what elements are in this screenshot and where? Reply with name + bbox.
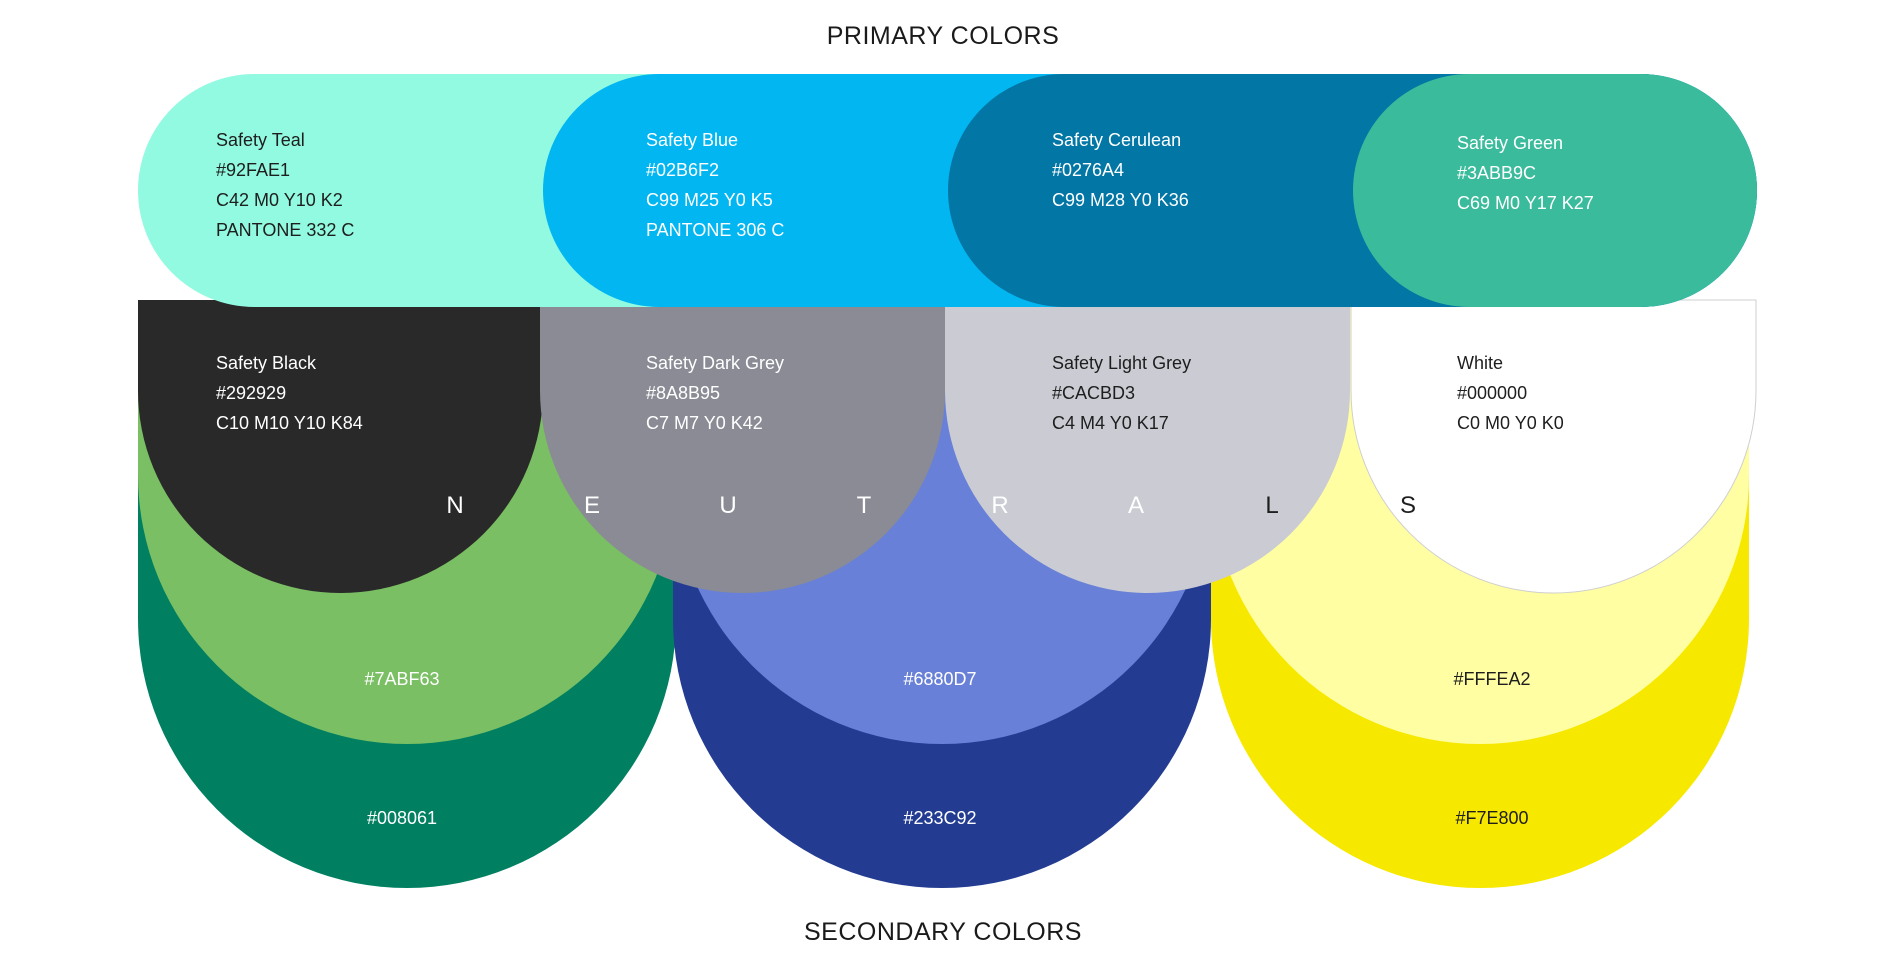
- swatch-safety-black: Safety Black #292929 C10 M10 Y10 K84: [216, 348, 363, 438]
- neutrals-letter: T: [856, 492, 872, 519]
- swatch-name: Safety Teal: [216, 130, 305, 150]
- primary-colors-heading: PRIMARY COLORS: [826, 22, 1060, 50]
- neutrals-letter: N: [446, 492, 464, 519]
- neutrals-letter: R: [991, 492, 1009, 519]
- swatch-cmyk: C7 M7 Y0 K42: [646, 413, 763, 433]
- swatch-pantone: PANTONE 332 C: [216, 220, 355, 240]
- neutral-safety-black-shape: [138, 300, 543, 594]
- neutrals-letter: U: [719, 492, 737, 519]
- swatch-cmyk: C4 M4 Y0 K17: [1052, 413, 1169, 433]
- neutral-safety-dark-grey-shape: [540, 300, 945, 594]
- secondary-dark-blue-hex: #233C92: [903, 808, 977, 828]
- secondary-dark-green-hex: #008061: [366, 808, 438, 828]
- swatch-hex: #000000: [1457, 383, 1528, 403]
- swatch-safety-blue: Safety Blue #02B6F2 C99 M25 Y0 K5 PANTON…: [646, 125, 784, 245]
- swatch-safety-cerulean: Safety Cerulean #0276A4 C99 M28 Y0 K36: [1052, 125, 1189, 215]
- swatch-white: White #000000 C0 M0 Y0 K0: [1457, 348, 1564, 438]
- swatch-safety-dark-grey: Safety Dark Grey #8A8B95 C7 M7 Y0 K42: [646, 348, 784, 438]
- neutral-safety-light-grey-shape: [945, 300, 1350, 594]
- neutrals-letter: L: [1265, 492, 1279, 519]
- swatch-hex: #3ABB9C: [1457, 163, 1537, 183]
- neutrals-letter: A: [1127, 492, 1144, 519]
- swatch-cmyk: C10 M10 Y10 K84: [216, 413, 363, 433]
- swatch-safety-teal: Safety Teal #92FAE1 C42 M0 Y10 K2 PANTON…: [216, 125, 354, 245]
- swatch-name: Safety Cerulean: [1052, 130, 1182, 150]
- swatch-hex: #CACBD3: [1052, 383, 1136, 403]
- swatch-cmyk: C0 M0 Y0 K0: [1457, 413, 1564, 433]
- neutrals-letter: E: [583, 492, 600, 519]
- secondary-light-blue-hex: #6880D7: [903, 669, 977, 689]
- secondary-dark-yellow-hex: #F7E800: [1455, 808, 1529, 828]
- swatch-name: Safety Green: [1457, 133, 1564, 153]
- swatch-hex: #02B6F2: [646, 160, 720, 180]
- swatch-safety-light-grey: Safety Light Grey #CACBD3 C4 M4 Y0 K17: [1052, 348, 1191, 438]
- swatch-name: White: [1457, 353, 1504, 373]
- swatch-name: Safety Blue: [646, 130, 739, 150]
- primary-safety-green-pill: [1353, 74, 1757, 307]
- neutral-white-shape: [1350, 299, 1757, 594]
- swatch-hex: #8A8B95: [646, 383, 721, 403]
- secondary-light-green-hex: #7ABF63: [364, 669, 440, 689]
- secondary-colors-heading: SECONDARY COLORS: [804, 918, 1082, 946]
- swatch-cmyk: C99 M25 Y0 K5: [646, 190, 773, 210]
- swatch-pantone: PANTONE 306 C: [646, 220, 785, 240]
- swatch-hex: #0276A4: [1052, 160, 1125, 180]
- swatch-name: Safety Black: [216, 353, 317, 373]
- swatch-name: Safety Dark Grey: [646, 353, 785, 373]
- swatch-hex: #92FAE1: [216, 160, 291, 180]
- swatch-cmyk: C99 M28 Y0 K36: [1052, 190, 1189, 210]
- swatch-cmyk: C42 M0 Y10 K2: [216, 190, 343, 210]
- swatch-safety-green: Safety Green #3ABB9C C69 M0 Y17 K27: [1457, 128, 1594, 218]
- swatch-hex: #292929: [216, 383, 287, 403]
- secondary-light-yellow-hex: #FFFEA2: [1453, 669, 1531, 689]
- swatch-name: Safety Light Grey: [1052, 353, 1192, 373]
- neutrals-letter: S: [1399, 492, 1416, 519]
- swatch-cmyk: C69 M0 Y17 K27: [1457, 193, 1594, 213]
